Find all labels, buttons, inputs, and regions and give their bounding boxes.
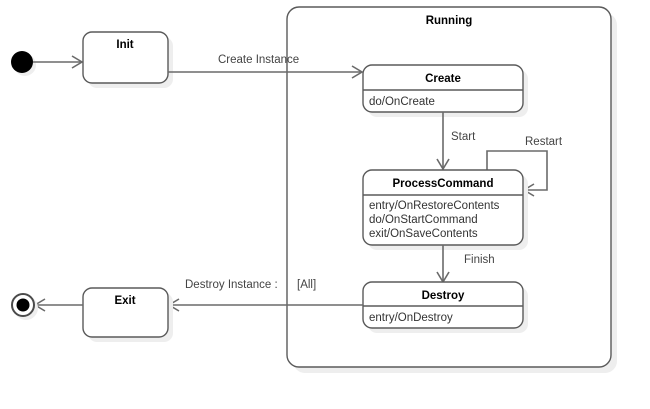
state-create-title: Create bbox=[425, 73, 461, 85]
final-state[interactable] bbox=[11, 293, 38, 320]
state-process-command[interactable]: ProcessCommand entry/OnRestoreContents d… bbox=[362, 169, 528, 250]
state-process-command-title: ProcessCommand bbox=[393, 178, 494, 190]
state-init-box bbox=[82, 31, 169, 84]
transition-finish[interactable]: Finish bbox=[436, 245, 495, 284]
transition-exit-to-final[interactable] bbox=[33, 298, 83, 312]
transition-initial-to-init[interactable] bbox=[33, 55, 84, 69]
state-init[interactable]: Init bbox=[82, 31, 173, 88]
transition-restart-label: Restart bbox=[525, 136, 563, 148]
initial-state[interactable] bbox=[11, 51, 36, 76]
transition-restart[interactable]: Restart bbox=[486, 136, 563, 197]
transition-destroy-instance[interactable]: Destroy Instance : [All] bbox=[167, 279, 363, 312]
final-state-dot bbox=[16, 298, 30, 312]
state-exit-box bbox=[82, 287, 169, 338]
initial-state-dot bbox=[11, 51, 33, 73]
transition-finish-label: Finish bbox=[464, 254, 495, 266]
transition-restart-line bbox=[486, 150, 548, 191]
transition-destroy-instance-guard: [All] bbox=[297, 279, 316, 291]
state-destroy-compartment-entry: entry/OnDestroy bbox=[369, 312, 453, 324]
state-destroy[interactable]: Destroy entry/OnDestroy bbox=[362, 281, 528, 333]
state-exit-title: Exit bbox=[114, 295, 135, 307]
state-process-command-compartment-entry: entry/OnRestoreContents bbox=[369, 200, 500, 212]
transition-initial-to-init-arrowhead bbox=[71, 55, 84, 69]
transition-create-instance-label: Create Instance bbox=[218, 54, 299, 66]
state-create-compartment-do: do/OnCreate bbox=[369, 96, 435, 108]
transition-create-instance-arrowhead bbox=[351, 65, 364, 79]
state-init-title: Init bbox=[116, 39, 133, 51]
transition-start-label: Start bbox=[451, 131, 476, 143]
state-exit[interactable]: Exit bbox=[82, 287, 173, 342]
state-process-command-compartment-do: do/OnStartCommand bbox=[369, 214, 478, 226]
state-process-command-compartment-exit: exit/OnSaveContents bbox=[369, 228, 478, 240]
transition-create-instance[interactable]: Create Instance bbox=[168, 54, 364, 79]
transition-start-arrowhead bbox=[436, 158, 450, 171]
transition-destroy-instance-label: Destroy Instance : bbox=[185, 279, 278, 291]
state-destroy-title: Destroy bbox=[422, 290, 465, 302]
composite-state-running-title: Running bbox=[426, 15, 473, 27]
transition-start[interactable]: Start bbox=[436, 112, 476, 171]
state-create[interactable]: Create do/OnCreate bbox=[362, 64, 528, 117]
